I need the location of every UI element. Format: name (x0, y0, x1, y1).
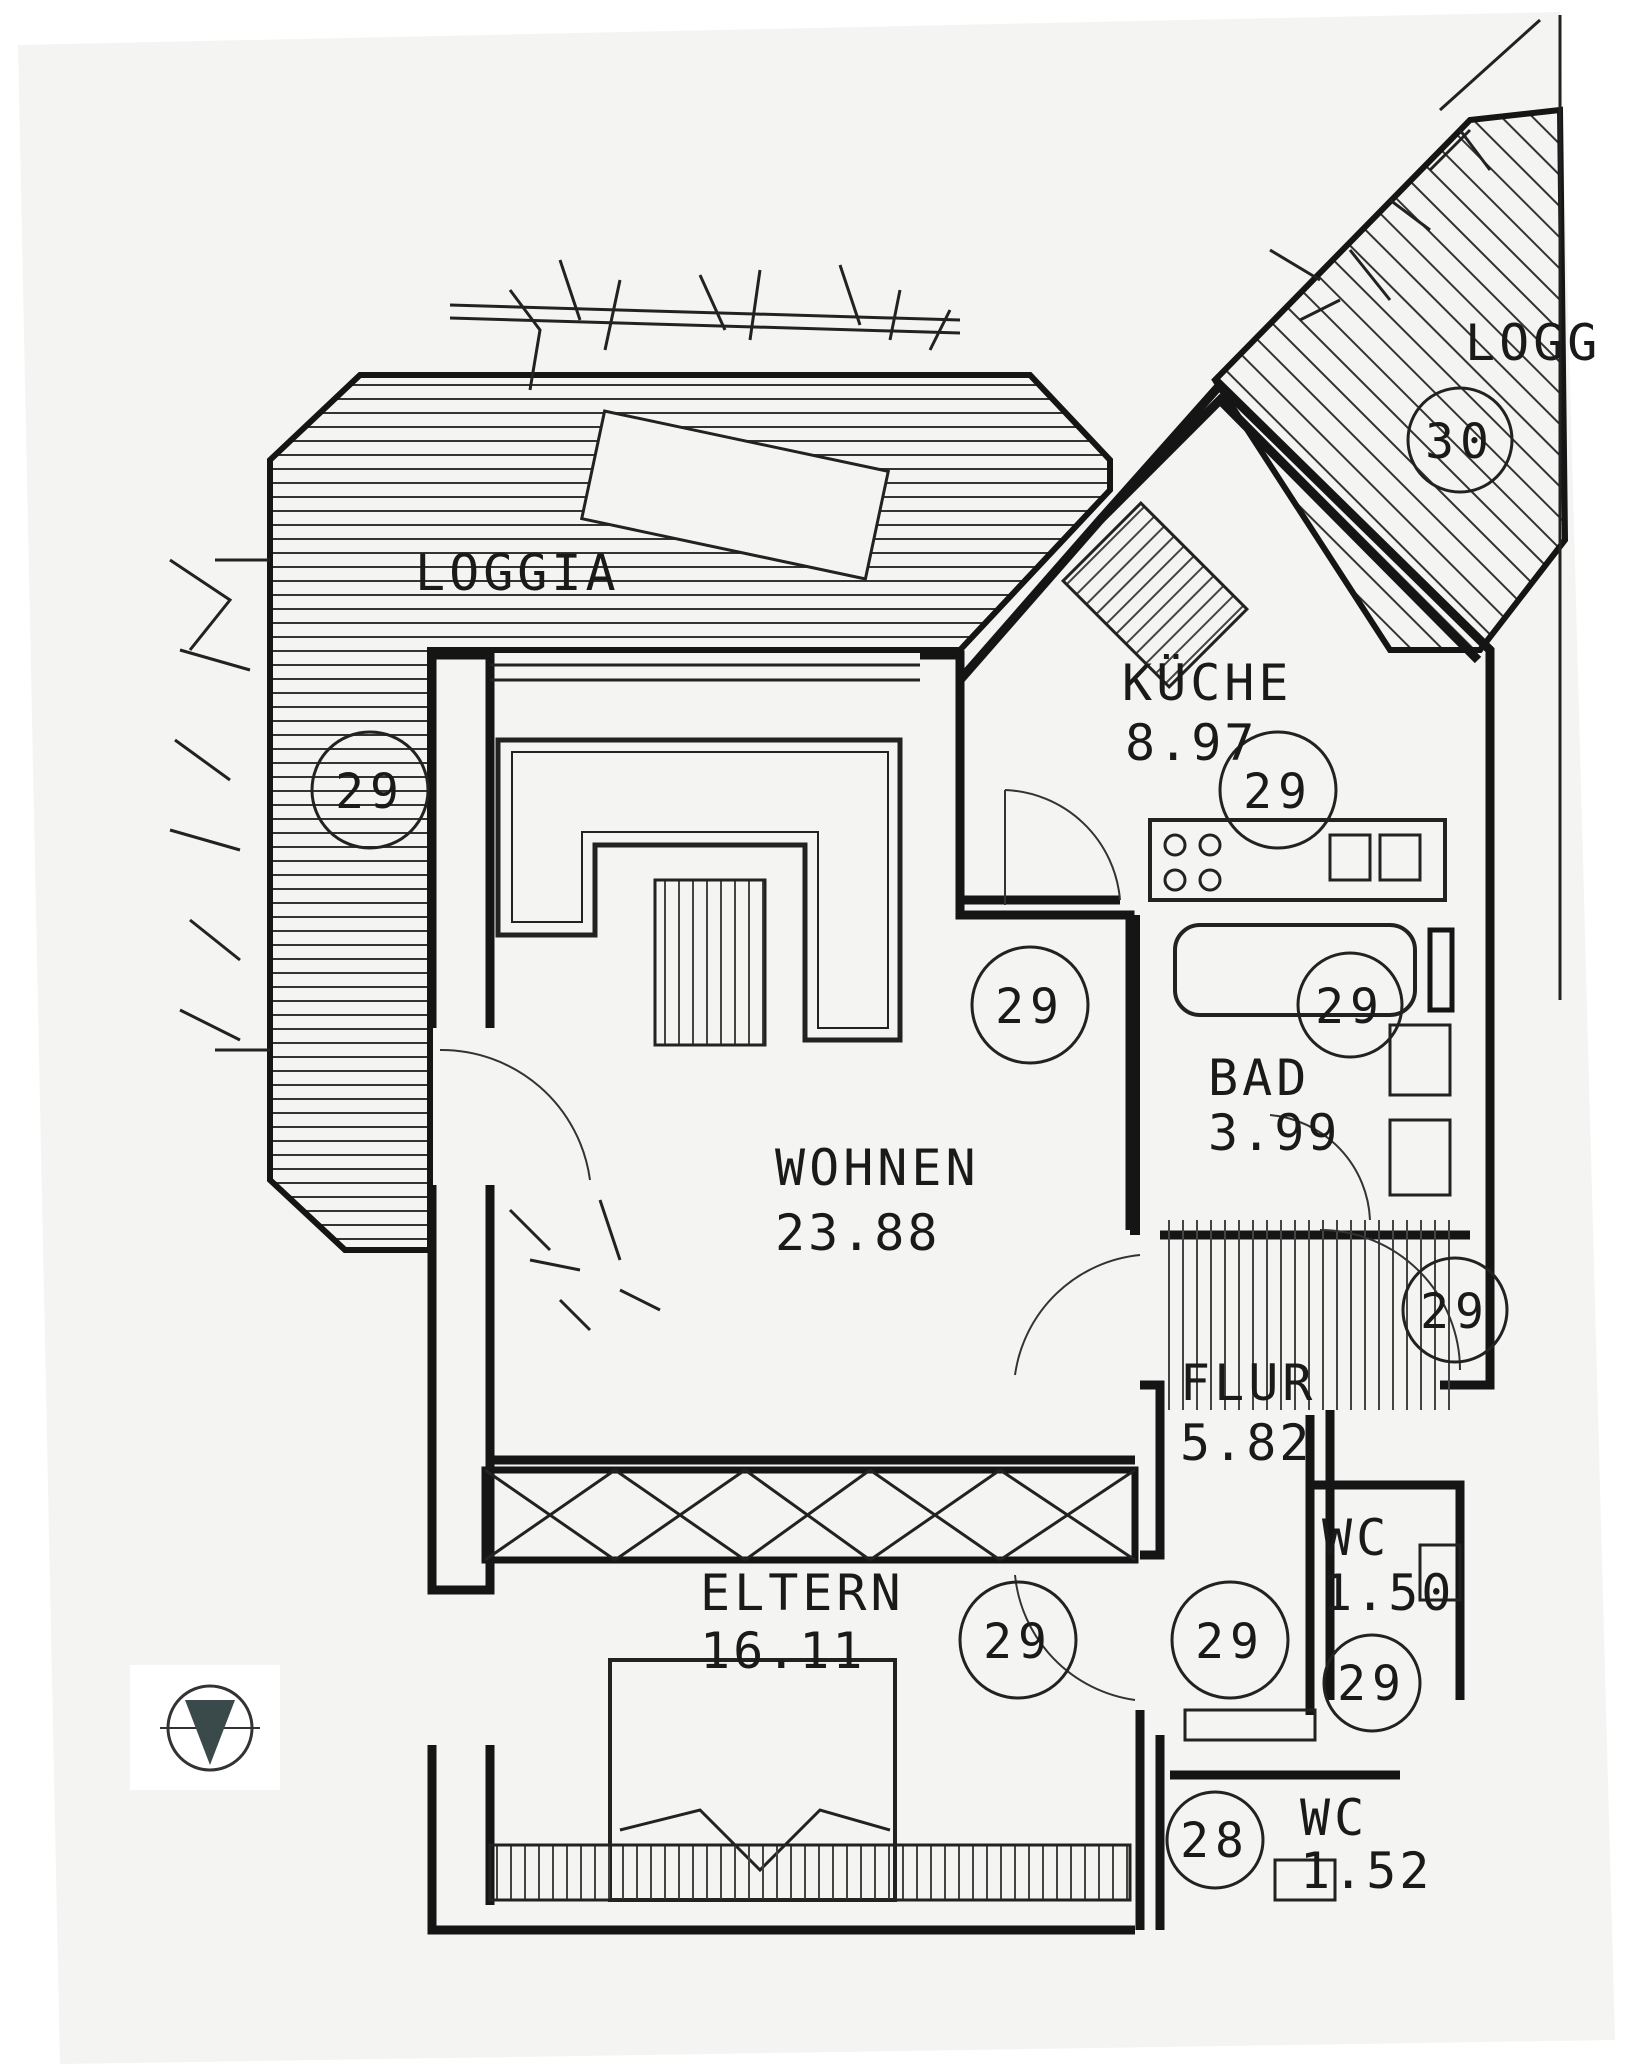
unit-marker-loggia-east: 30 (1406, 386, 1514, 494)
flur-label: FLUR (1180, 1354, 1316, 1412)
unit-marker-loggia-west: 29 (310, 730, 430, 850)
room-labels: LOGGIA LOGG KÜCHE 8.97 WOHNEN 23.88 BAD … (415, 314, 1601, 1900)
svg-text:28: 28 (1180, 1813, 1250, 1869)
unit-marker-wohnen: 29 (970, 945, 1090, 1065)
svg-text:29: 29 (1337, 1656, 1407, 1712)
unit-marker-kueche: 29 (1218, 730, 1338, 850)
eltern-label: ELTERN (700, 1564, 905, 1622)
kueche-area: 8.97 (1125, 714, 1257, 772)
wohnen-area: 23.88 (775, 1204, 941, 1262)
eltern-area: 16.11 (700, 1622, 866, 1680)
loggia-east-label: LOGG (1465, 314, 1601, 372)
loggia-east (1211, 15, 1569, 1000)
loggia-west (215, 303, 1113, 1253)
north-arrow-icon (130, 1665, 280, 1790)
unit-markers: 30 29 29 29 29 29 29 29 29 28 (310, 386, 1514, 1890)
flur-area: 5.82 (1180, 1414, 1312, 1472)
svg-text:29: 29 (335, 764, 405, 820)
unit-marker-flur: 29 (1401, 1256, 1509, 1364)
unit-marker-eltern: 29 (958, 1580, 1078, 1700)
unit-marker-wc1: 29 (1322, 1633, 1422, 1733)
wc1-label: WC (1322, 1509, 1390, 1567)
svg-text:29: 29 (1195, 1614, 1265, 1670)
loggia-west-label: LOGGIA (415, 544, 620, 602)
kitchen-counter (1060, 500, 1447, 902)
bed (488, 1658, 1132, 1902)
sofa (495, 737, 903, 1047)
unit-marker-bad: 29 (1296, 951, 1404, 1059)
wohnen-label: WOHNEN (775, 1139, 980, 1197)
wc1-area: 1.50 (1322, 1564, 1454, 1622)
unit-marker-wc2: 28 (1165, 1790, 1265, 1890)
svg-text:30: 30 (1425, 414, 1495, 470)
flur-floor (1160, 1220, 1460, 1410)
bad-area: 3.99 (1208, 1104, 1340, 1162)
svg-text:29: 29 (1315, 979, 1385, 1035)
bath-fixtures (1173, 923, 1462, 1902)
unit-marker-flur-lower: 29 (1170, 1580, 1290, 1700)
svg-text:29: 29 (1243, 764, 1313, 820)
svg-text:29: 29 (983, 1614, 1053, 1670)
svg-text:29: 29 (995, 979, 1065, 1035)
bad-label: BAD (1208, 1049, 1310, 1107)
wardrobe (481, 1466, 1139, 1564)
wc2-label: WC (1300, 1789, 1368, 1847)
plants (169, 128, 1492, 1332)
kueche-label: KÜCHE (1122, 654, 1293, 712)
wc2-area: 1.52 (1300, 1842, 1432, 1900)
svg-text:29: 29 (1420, 1284, 1490, 1340)
